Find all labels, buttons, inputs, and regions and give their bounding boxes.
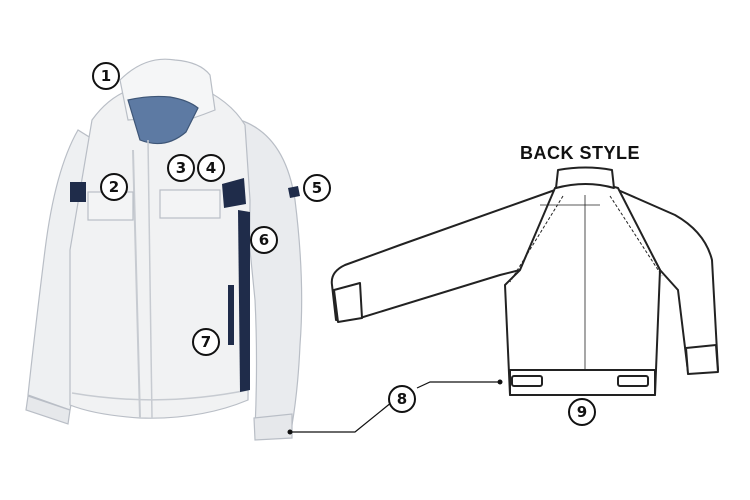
callout-2-ring — [100, 173, 128, 201]
callout-7-number: 7 — [200, 332, 212, 351]
callout-1: 1 — [92, 62, 120, 90]
callout-9-number: 9 — [576, 402, 588, 421]
leader-dot-8b — [497, 379, 503, 385]
callout-7: 7 — [192, 328, 220, 356]
callout-6-number: 6 — [258, 230, 270, 249]
callout-3-number: 3 — [175, 158, 187, 177]
callout-2: 2 — [100, 173, 128, 201]
callout-8: 8 — [388, 385, 416, 413]
callout-9-ring — [568, 398, 596, 426]
callout-8-ring — [388, 385, 416, 413]
callout-5-ring — [303, 174, 331, 202]
callout-8-number: 8 — [396, 389, 408, 408]
callout-4-ring — [197, 154, 225, 182]
callout-4-number: 4 — [205, 158, 217, 177]
callout-1-ring — [92, 62, 120, 90]
callout-3: 3 — [167, 154, 195, 182]
callout-2-number: 2 — [108, 177, 120, 196]
callout-6-ring — [250, 226, 278, 254]
callout-5-number: 5 — [311, 178, 323, 197]
leader-line-8 — [290, 401, 393, 433]
callout-4: 4 — [197, 154, 225, 182]
back-style-title: BACK STYLE — [519, 143, 640, 163]
callout-9: 9 — [568, 398, 596, 426]
callout-6: 6 — [250, 226, 278, 254]
callout-5: 5 — [303, 174, 331, 202]
callout-1-number: 1 — [100, 66, 112, 85]
callout-7-ring — [192, 328, 220, 356]
back-style-drawing — [330, 166, 719, 396]
leader-line-8b — [416, 381, 500, 389]
callout-3-ring — [167, 154, 195, 182]
leader-dot-8a — [287, 429, 293, 435]
